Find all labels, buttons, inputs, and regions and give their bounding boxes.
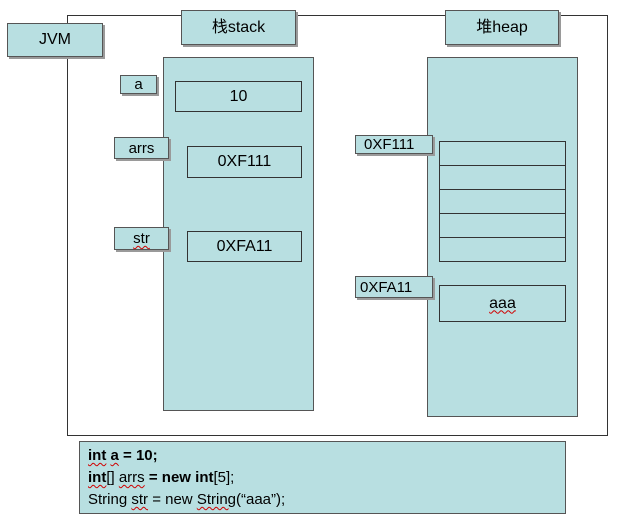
stack-title: 栈stack xyxy=(181,10,296,45)
heap-array-slot xyxy=(439,213,566,238)
var-label-a: a xyxy=(120,75,157,94)
code-line-3: String str = new String(“aaa”); xyxy=(88,489,557,511)
heap-addr-string: 0XFA11 xyxy=(355,276,433,298)
code-text: (“aaa”); xyxy=(236,491,286,508)
code-line-1: int a = 10; xyxy=(88,445,557,467)
var-label-str-text: str xyxy=(133,230,150,247)
code-class: String xyxy=(196,491,236,508)
heap-string-value: aaa xyxy=(489,294,516,312)
heap-string-object: aaa xyxy=(439,285,566,322)
code-kw: int xyxy=(195,469,214,486)
code-text: [5]; xyxy=(213,469,235,486)
heap-array-slot xyxy=(439,165,566,190)
code-kw: int xyxy=(88,469,107,486)
code-line-2: int[] arrs = new int[5]; xyxy=(88,467,557,489)
heap-array xyxy=(439,141,566,262)
code-text: = xyxy=(144,469,162,486)
stack-cell-str: 0XFA11 xyxy=(187,231,302,262)
heap-array-slot xyxy=(439,141,566,166)
code-kw: int xyxy=(88,447,107,464)
stack-cell-a: 10 xyxy=(175,81,302,112)
code-var: a xyxy=(110,447,119,464)
heap-addr-array: 0XF111 xyxy=(355,135,433,154)
stack-cell-arrs: 0XF111 xyxy=(187,146,302,178)
var-label-arrs: arrs xyxy=(114,137,169,159)
code-text: String xyxy=(88,491,132,508)
code-var: arrs xyxy=(118,469,145,486)
jvm-label: JVM xyxy=(7,23,103,57)
jvm-frame xyxy=(67,15,608,436)
code-box: int a = 10; int[] arrs = new int[5]; Str… xyxy=(79,441,566,514)
code-text: [] xyxy=(106,469,119,486)
var-label-str: str xyxy=(114,227,169,250)
heap-array-slot xyxy=(439,189,566,214)
heap-array-slot xyxy=(439,237,566,262)
code-var: str xyxy=(131,491,149,508)
code-text: = new xyxy=(148,491,197,508)
heap-title: 堆heap xyxy=(445,10,559,45)
code-text: = 10; xyxy=(118,447,158,464)
code-kw: new xyxy=(161,469,191,486)
